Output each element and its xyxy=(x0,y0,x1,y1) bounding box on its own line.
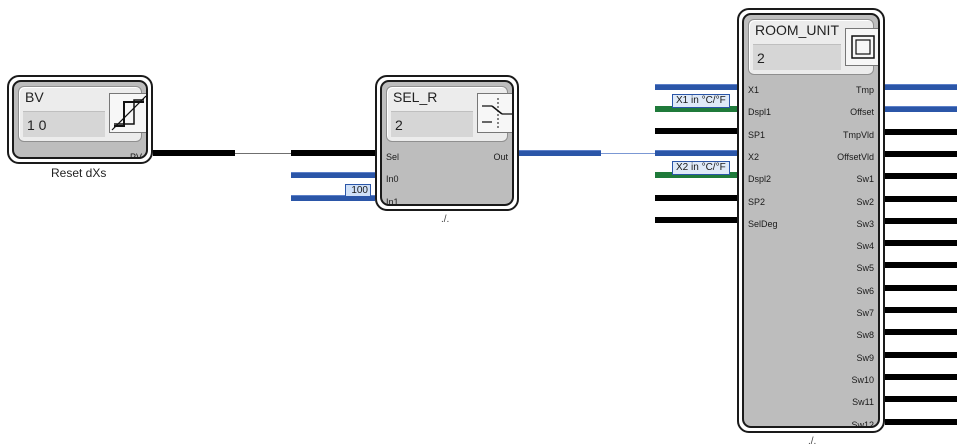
step-hysteresis-icon xyxy=(109,93,146,133)
wire-sel-to-room-link xyxy=(601,153,655,154)
room-unit-block-param[interactable]: 2 xyxy=(753,44,841,70)
room-unit-pin-offset[interactable]: Offset xyxy=(850,107,874,118)
room-unit-pin-offsetvld[interactable]: OffsetVld xyxy=(837,151,874,162)
room-unit-pin-x1[interactable]: X1 xyxy=(748,85,760,95)
wire-dspl2[interactable] xyxy=(655,172,741,178)
wire-out-offsetvld[interactable] xyxy=(885,150,957,157)
sel-r-block-body: SEL_R 2 Sel In0 In1 Out xyxy=(380,80,514,206)
wire-out-tmpvld[interactable] xyxy=(885,128,957,135)
room-unit-pin-sw8[interactable]: Sw8 xyxy=(856,330,874,341)
wire-x2[interactable] xyxy=(655,150,741,156)
sel-r-block[interactable]: SEL_R 2 Sel In0 In1 Out xyxy=(375,75,519,211)
room-unit-pin-sw4[interactable]: Sw4 xyxy=(856,241,874,252)
bv-pin-pv[interactable]: PV xyxy=(129,152,142,159)
wire-bv-out[interactable] xyxy=(153,150,235,156)
room-unit-pin-sw5[interactable]: Sw5 xyxy=(856,263,874,274)
wire-out-sw2[interactable] xyxy=(885,195,957,202)
bv-block[interactable]: BV 1 0 PV xyxy=(7,75,153,164)
room-unit-pin-sp2[interactable]: SP2 xyxy=(748,196,766,207)
wire-out-sw8[interactable] xyxy=(885,329,957,336)
wire-out-sw4[interactable] xyxy=(885,240,957,247)
bv-block-title: BV xyxy=(25,89,44,105)
wire-out-sw12[interactable] xyxy=(885,418,957,425)
room-unit-pin-sw9[interactable]: Sw9 xyxy=(856,352,874,363)
sel-r-pin-in1[interactable]: In1 xyxy=(386,197,399,206)
room-unit-pin-tmpvld[interactable]: TmpVld xyxy=(842,129,874,140)
sel-r-pin-out[interactable]: Out xyxy=(493,152,508,162)
room-unit-pin-sw12[interactable]: Sw12 xyxy=(851,419,874,428)
wire-out-offset[interactable] xyxy=(885,106,957,113)
square-frame-icon xyxy=(845,28,878,66)
wire-out-sw9[interactable] xyxy=(885,351,957,358)
wire-sel-in[interactable] xyxy=(291,150,375,156)
switch-selector-icon xyxy=(477,93,512,133)
wire-out-sw7[interactable] xyxy=(885,307,957,313)
room-unit-pin-sw10[interactable]: Sw10 xyxy=(851,374,874,385)
room-unit-pin-sw11[interactable]: Sw11 xyxy=(852,397,874,408)
sel-r-block-header: SEL_R 2 xyxy=(386,86,512,142)
room-unit-pin-dspl1[interactable]: Dspl1 xyxy=(748,107,772,118)
wire-sp2[interactable] xyxy=(655,195,741,201)
wire-x1[interactable] xyxy=(655,84,741,90)
dspl1-unit-label[interactable]: X1 in °C/°F xyxy=(672,94,730,108)
sel-r-pin-sel[interactable]: Sel xyxy=(386,152,400,162)
wire-out-sw6[interactable] xyxy=(885,284,957,291)
sel-r-block-title: SEL_R xyxy=(393,89,438,105)
room-unit-block-header: ROOM_UNIT 2 xyxy=(748,19,878,75)
wire-dspl1[interactable] xyxy=(655,106,741,112)
wire-in0[interactable] xyxy=(291,172,375,178)
in1-constant[interactable]: 100 xyxy=(345,184,371,197)
bv-block-header: BV 1 0 xyxy=(18,86,146,142)
wire-seldeg[interactable] xyxy=(655,217,741,223)
wire-out-sw3[interactable] xyxy=(885,217,957,224)
sel-r-pin-in0[interactable]: In0 xyxy=(386,174,399,184)
sel-r-block-param[interactable]: 2 xyxy=(391,111,473,137)
room-unit-block-caption: ./. xyxy=(808,436,817,447)
wire-bv-to-sel-link xyxy=(235,153,291,154)
room-unit-pin-sw3[interactable]: Sw3 xyxy=(856,218,874,229)
room-unit-pin-sw6[interactable]: Sw6 xyxy=(856,285,874,296)
wire-out-sw1[interactable] xyxy=(885,173,957,180)
wire-sel-out[interactable] xyxy=(519,150,601,156)
room-unit-pin-seldeg[interactable]: SelDeg xyxy=(748,218,778,229)
room-unit-pin-sp1[interactable]: SP1 xyxy=(748,129,766,140)
room-unit-block-title: ROOM_UNIT xyxy=(755,22,839,38)
room-unit-pin-sw1[interactable]: Sw1 xyxy=(856,174,874,185)
sel-r-block-caption: ./. xyxy=(441,214,450,225)
dspl2-unit-label[interactable]: X2 in °C/°F xyxy=(672,161,730,175)
wire-out-tmp[interactable] xyxy=(885,84,957,90)
bv-block-body: BV 1 0 PV xyxy=(12,80,148,159)
room-unit-pin-tmp[interactable]: Tmp xyxy=(856,85,874,95)
wire-out-sw10[interactable] xyxy=(885,373,957,380)
wire-in1[interactable] xyxy=(291,195,375,201)
bv-block-param[interactable]: 1 0 xyxy=(23,111,105,137)
wire-out-sw5[interactable] xyxy=(885,262,957,269)
wire-sp1[interactable] xyxy=(655,128,741,134)
room-unit-pin-x2[interactable]: X2 xyxy=(748,151,760,162)
wire-out-sw11[interactable] xyxy=(885,396,957,403)
room-unit-pin-dspl2[interactable]: Dspl2 xyxy=(748,174,772,185)
room-unit-pin-sw2[interactable]: Sw2 xyxy=(856,196,874,207)
room-unit-pin-sw7[interactable]: Sw7 xyxy=(856,308,874,318)
bv-block-caption: Reset dXs xyxy=(51,166,107,180)
